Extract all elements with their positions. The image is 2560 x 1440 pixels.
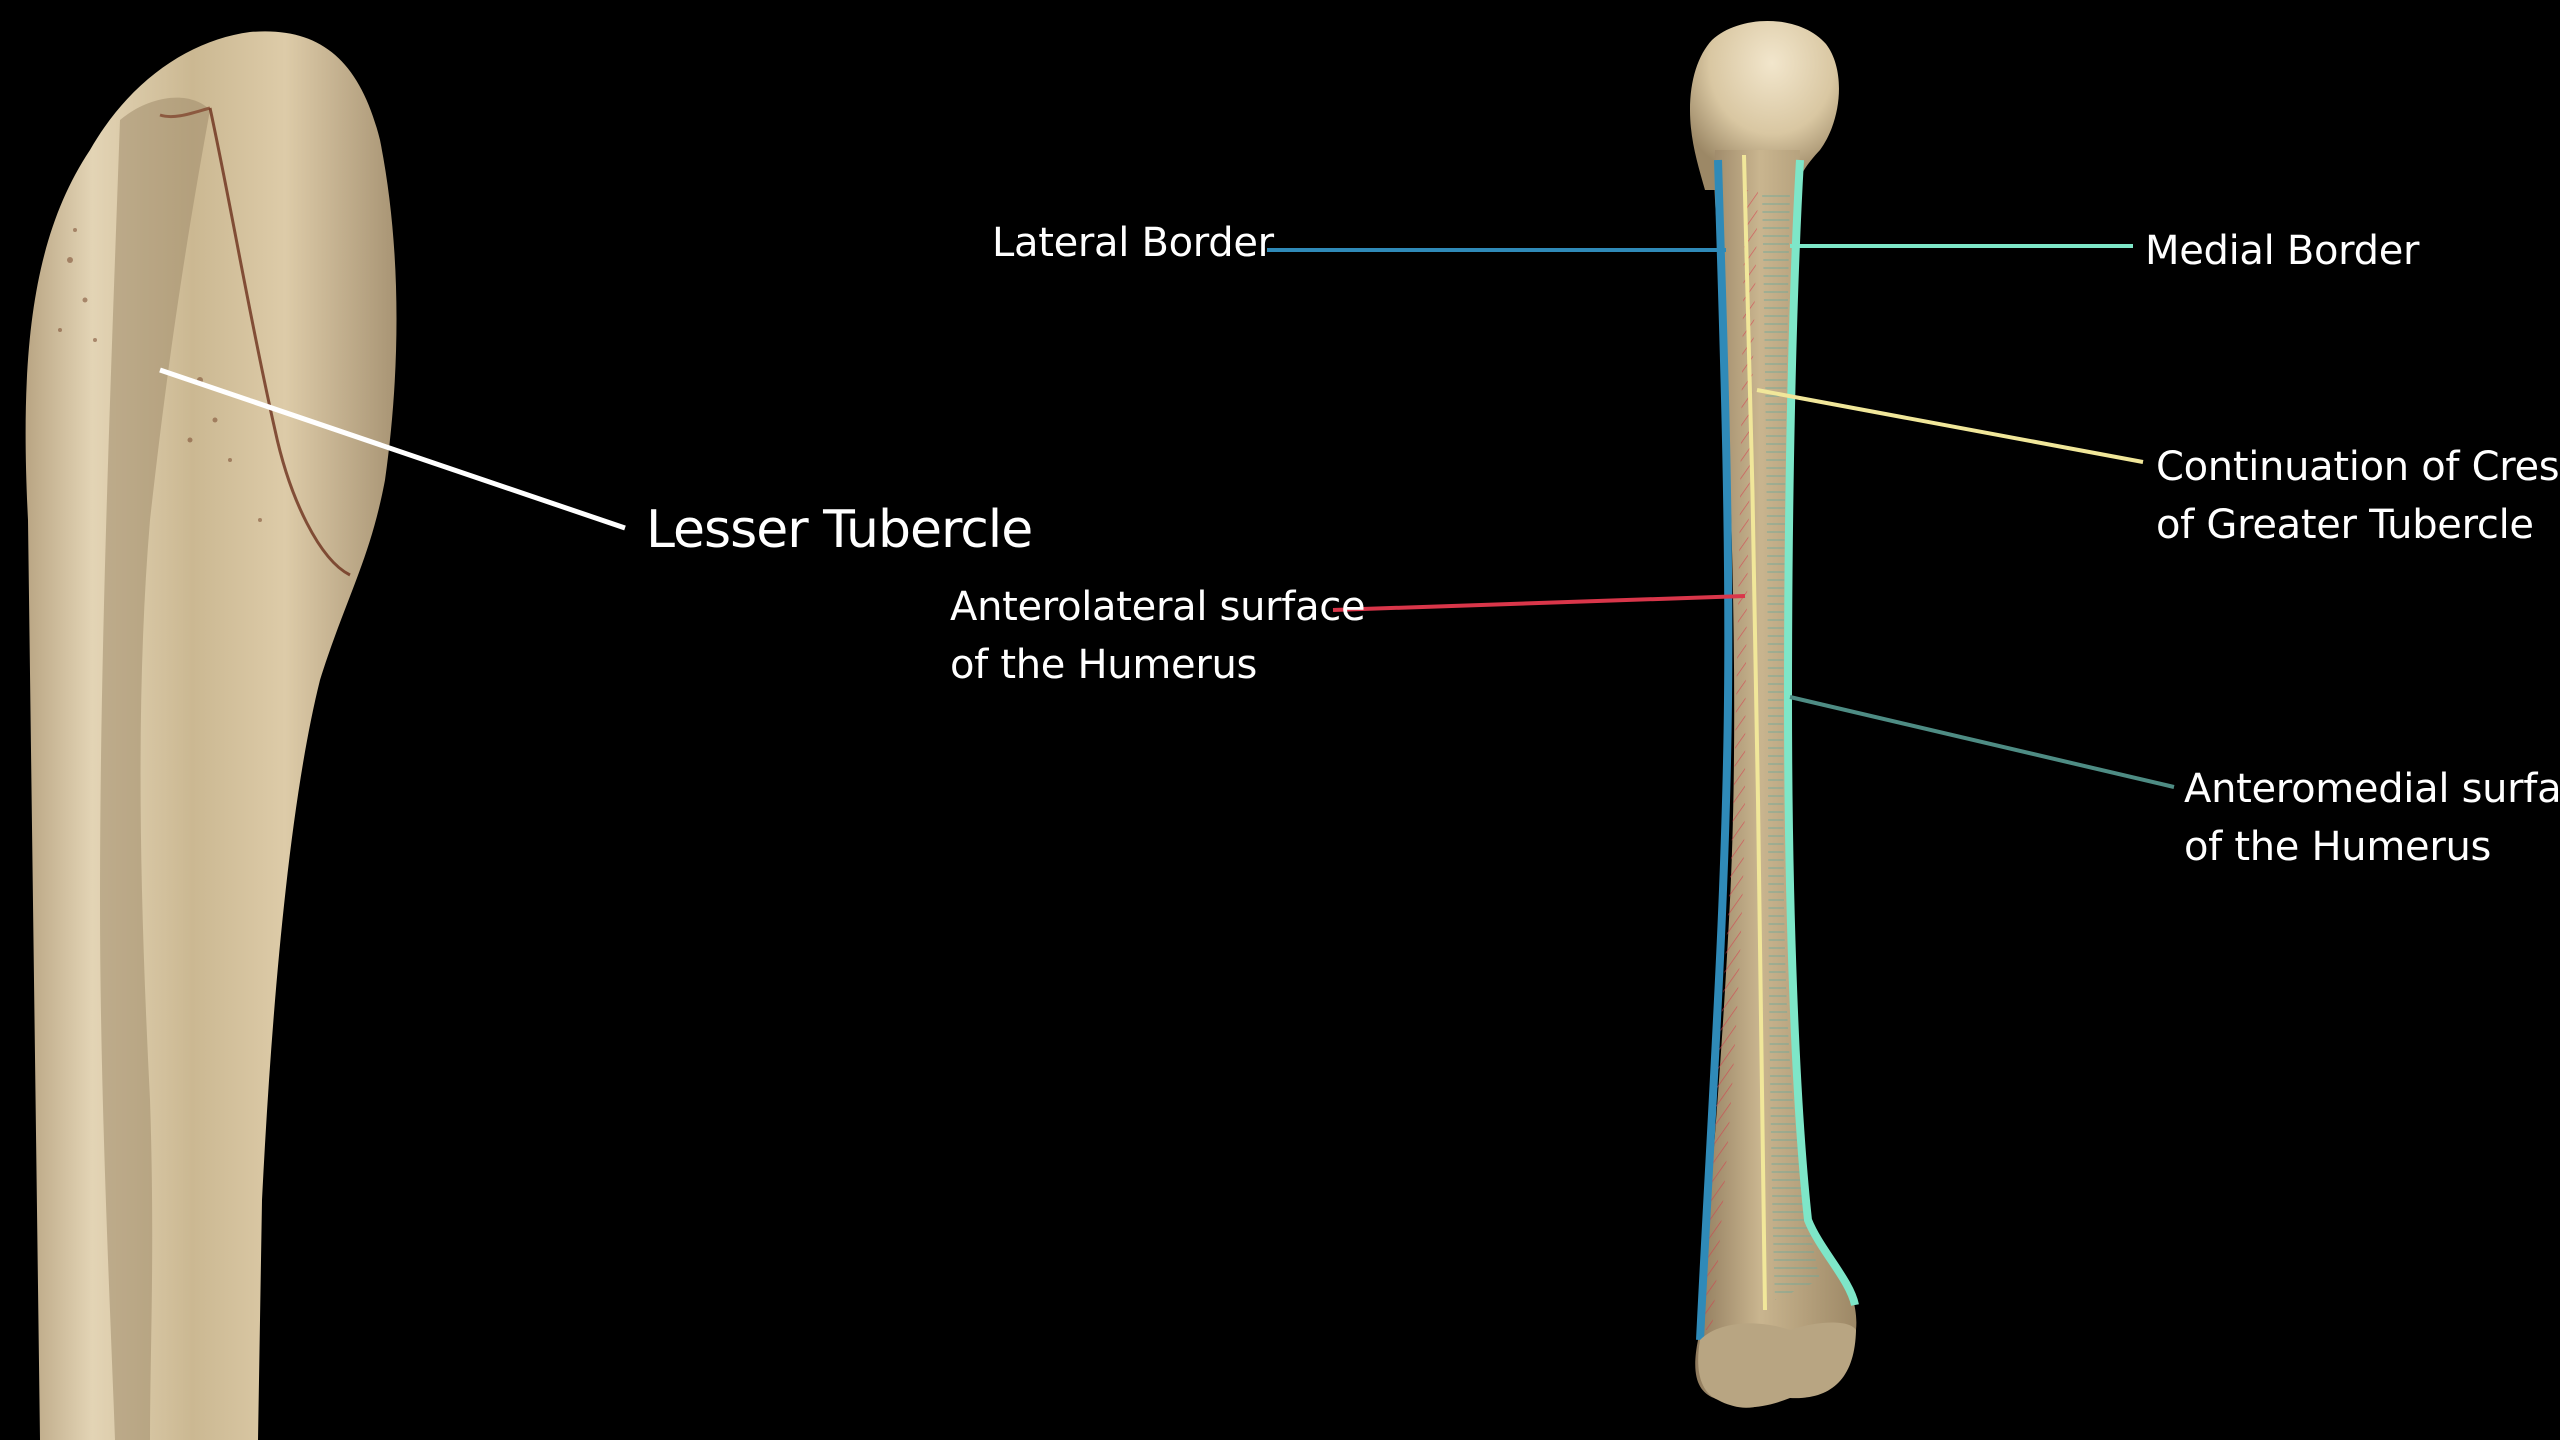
lateral-border-text: Lateral Border	[992, 214, 1274, 272]
distal-condyles	[1698, 1323, 1856, 1408]
medial-border-line	[1788, 160, 1855, 1305]
anteromedial-label: Anteromedial surface of the Humerus	[2184, 760, 2560, 876]
humerus-full	[1267, 21, 2174, 1408]
medial-border-text: Medial Border	[2145, 222, 2419, 280]
anterolateral-text-line1: Anterolateral surface	[950, 578, 1365, 636]
anteromedial-text-line2: of the Humerus	[2184, 818, 2560, 876]
medial-border-label: Medial Border	[2145, 222, 2419, 280]
anteromedial-text-line1: Anteromedial surface	[2184, 760, 2560, 818]
crest-text-line1: Continuation of Crest	[2156, 438, 2560, 496]
lesser-tubercle-text: Lesser Tubercle	[646, 500, 1032, 560]
crest-text-line2: of Greater Tubercle	[2156, 496, 2560, 554]
humerus-closeup-bone	[26, 31, 397, 1440]
humerus-closeup	[26, 31, 625, 1440]
lesser-tubercle-label: Lesser Tubercle	[646, 500, 1032, 560]
anterolateral-label: Anterolateral surface of the Humerus	[950, 578, 1365, 694]
anterolateral-text-line2: of the Humerus	[950, 636, 1365, 694]
lateral-border-label: Lateral Border	[992, 214, 1274, 272]
crest-label: Continuation of Crest of Greater Tubercl…	[2156, 438, 2560, 554]
crest-leader	[1757, 390, 2143, 462]
anterolateral-leader	[1333, 596, 1745, 610]
anteromedial-leader	[1790, 697, 2174, 787]
